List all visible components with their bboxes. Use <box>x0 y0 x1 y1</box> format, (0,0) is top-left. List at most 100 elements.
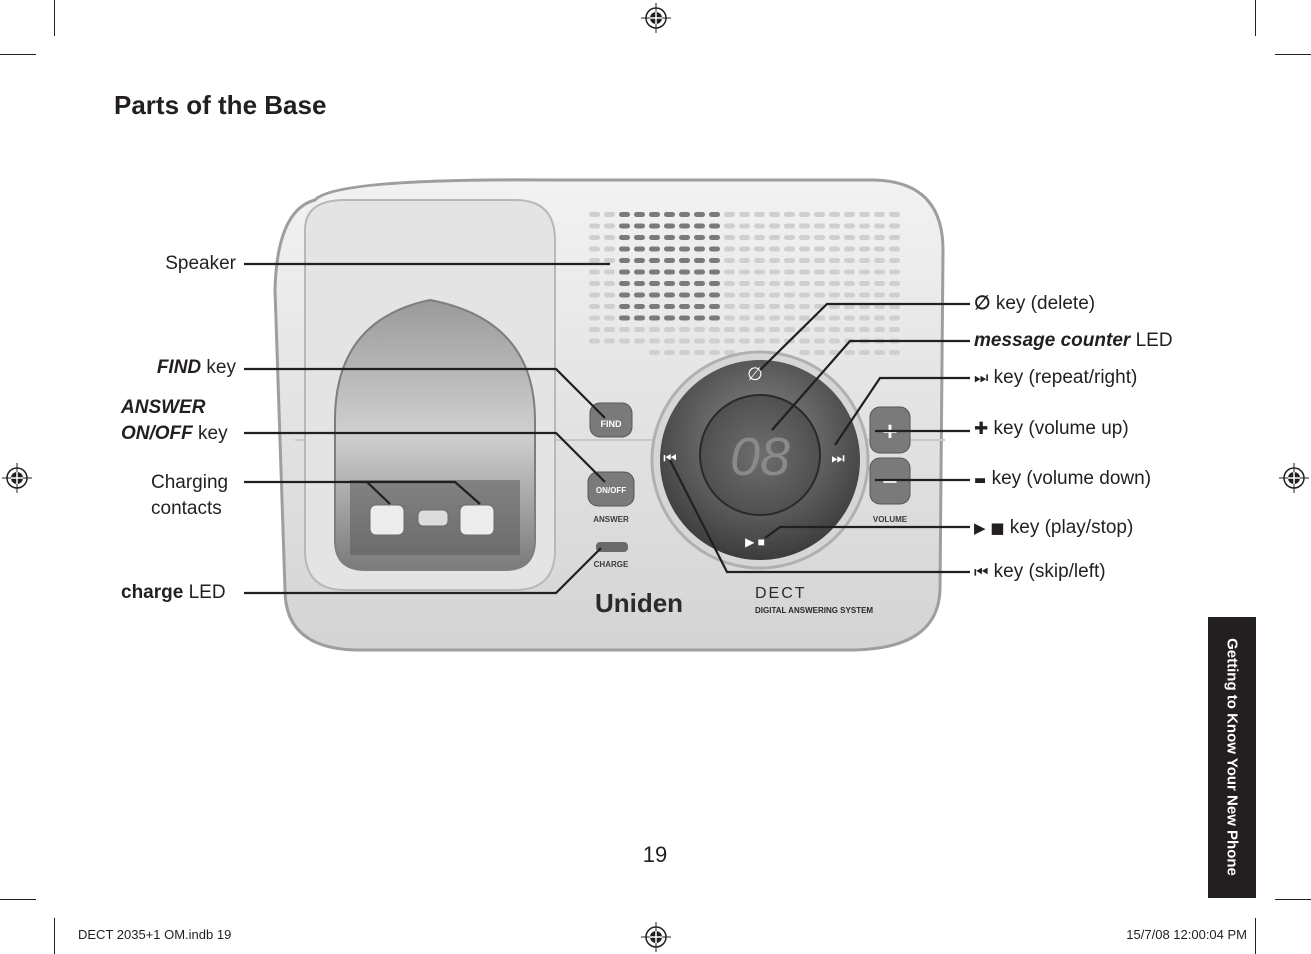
speaker-hole <box>589 315 600 321</box>
speaker-hole <box>859 269 870 275</box>
speaker-hole <box>784 269 795 275</box>
speaker-hole <box>739 246 750 252</box>
speaker-hole <box>844 269 855 275</box>
speaker-hole <box>784 292 795 298</box>
speaker-hole <box>739 212 750 217</box>
speaker-hole <box>889 212 900 217</box>
speaker-hole <box>664 269 675 275</box>
speaker-hole <box>814 292 825 298</box>
delete-icon: ∅ <box>974 293 991 314</box>
speaker-hole <box>754 235 765 240</box>
speaker-hole <box>649 304 660 309</box>
speaker-hole <box>604 281 615 286</box>
registration-target-icon <box>641 3 671 33</box>
speaker-hole <box>664 315 675 321</box>
minus-icon: ▬ <box>974 473 987 488</box>
speaker-hole <box>784 258 795 263</box>
speaker-hole <box>799 223 810 229</box>
speaker-hole <box>604 315 615 321</box>
find-key-label: FIND <box>601 419 622 429</box>
speaker-hole <box>634 246 645 252</box>
speaker-hole <box>889 292 900 298</box>
speaker-hole <box>769 269 780 275</box>
label-find-bold: FIND <box>156 357 202 378</box>
speaker-hole <box>844 292 855 298</box>
speaker-hole <box>679 223 690 229</box>
speaker-hole <box>589 338 600 344</box>
speaker-hole <box>829 223 840 229</box>
speaker-hole <box>664 327 675 332</box>
label-repeat-text: key (repeat/right) <box>988 367 1138 388</box>
page-number: 19 <box>642 842 668 867</box>
speaker-hole <box>634 235 645 240</box>
speaker-hole <box>709 246 720 252</box>
charging-contact <box>417 509 449 527</box>
speaker-hole <box>799 235 810 240</box>
message-counter-display <box>699 394 821 516</box>
speaker-hole <box>649 235 660 240</box>
speaker-hole <box>889 315 900 321</box>
speaker-hole <box>799 246 810 252</box>
speaker-hole <box>634 281 645 286</box>
speaker-hole <box>739 327 750 332</box>
speaker-hole <box>634 304 645 309</box>
speaker-hole <box>679 269 690 275</box>
speaker-hole <box>709 258 720 263</box>
speaker-hole <box>709 212 720 217</box>
speaker-hole <box>814 338 825 344</box>
label-speaker: Speaker <box>110 251 236 277</box>
speaker-hole <box>724 292 735 298</box>
speaker-hole <box>874 212 885 217</box>
speaker-hole <box>634 223 645 229</box>
speaker-hole <box>724 269 735 275</box>
charging-contact <box>369 504 405 536</box>
speaker-hole <box>634 315 645 321</box>
speaker-hole <box>784 223 795 229</box>
label-counter-bold: message counter <box>974 330 1131 351</box>
speaker-hole <box>889 235 900 240</box>
speaker-hole <box>619 212 630 217</box>
speaker-hole <box>724 281 735 286</box>
speaker-hole <box>769 212 780 217</box>
speaker-hole <box>679 235 690 240</box>
brand-logo: Uniden <box>595 588 683 618</box>
speaker-hole <box>694 223 705 229</box>
speaker-hole <box>664 338 675 344</box>
speaker-hole <box>664 304 675 309</box>
play-stop-key-icon: ▶ ■ <box>745 535 765 549</box>
speaker-hole <box>874 258 885 263</box>
speaker-hole <box>844 350 855 355</box>
registration-target-icon <box>2 463 32 493</box>
answer-caption: ANSWER <box>593 515 629 524</box>
speaker-hole <box>784 327 795 332</box>
speaker-hole <box>844 258 855 263</box>
speaker-hole <box>724 304 735 309</box>
speaker-hole <box>664 281 675 286</box>
speaker-hole <box>889 269 900 275</box>
speaker-hole <box>754 223 765 229</box>
speaker-hole <box>694 350 705 355</box>
speaker-hole <box>664 258 675 263</box>
speaker-hole <box>799 281 810 286</box>
speaker-hole <box>814 235 825 240</box>
speaker-hole <box>769 281 780 286</box>
label-answer-line1: ANSWER <box>121 397 206 418</box>
speaker-hole <box>649 212 660 217</box>
leader-delete <box>759 302 970 371</box>
speaker-hole <box>649 315 660 321</box>
speaker-hole <box>754 304 765 309</box>
speaker-hole <box>679 350 690 355</box>
leader-charging <box>244 480 391 505</box>
speaker-hole <box>604 338 615 344</box>
speaker-hole <box>829 315 840 321</box>
repeat-right-key-icon: ⏭ <box>831 450 845 467</box>
section-tab-label: Getting to Know Your New Phone <box>1223 638 1241 876</box>
speaker-hole <box>664 223 675 229</box>
speaker-hole <box>739 235 750 240</box>
previous-track-icon: ⏮ <box>974 562 989 581</box>
speaker-hole <box>679 338 690 344</box>
speaker-hole <box>589 246 600 252</box>
speaker-hole <box>724 327 735 332</box>
speaker-hole <box>694 258 705 263</box>
speaker-hole <box>634 258 645 263</box>
